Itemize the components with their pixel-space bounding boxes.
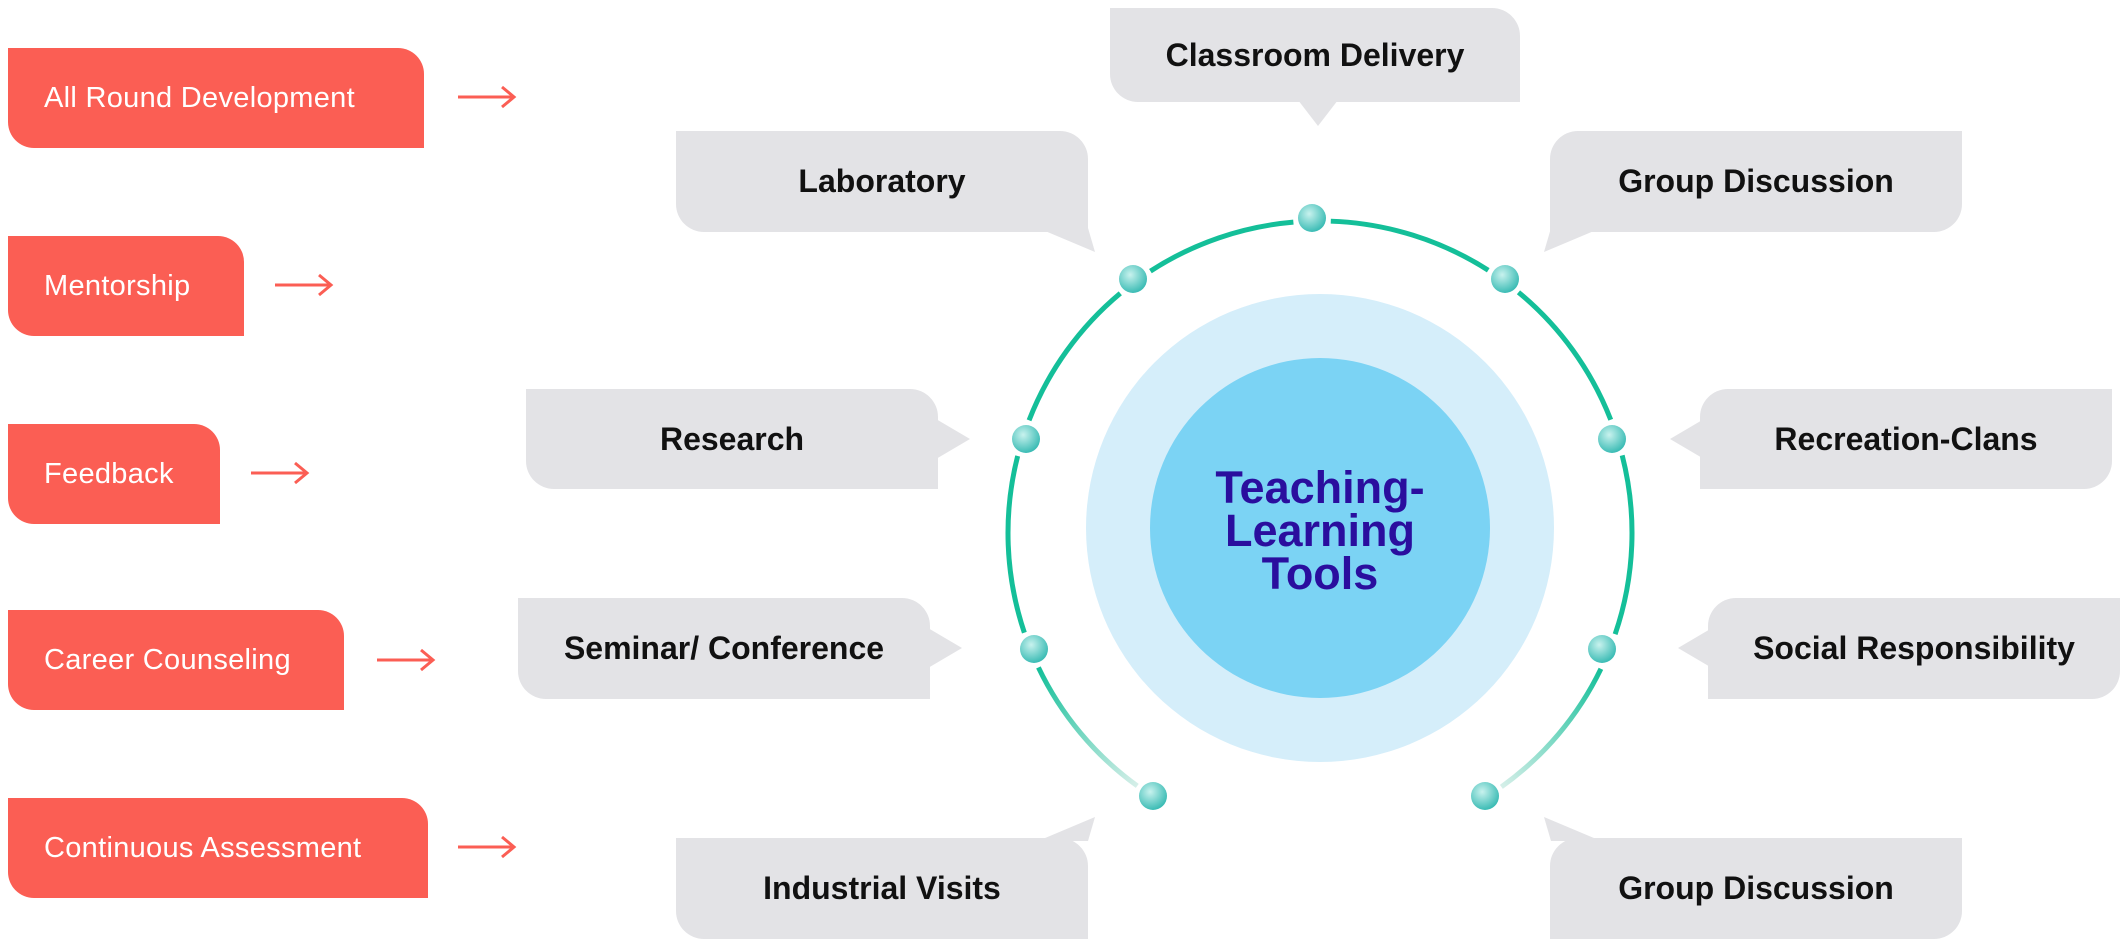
bubble-tail xyxy=(1544,228,1601,252)
bubble-tail xyxy=(1678,628,1712,668)
tool-label: Research xyxy=(659,420,805,457)
tool-bubble-research: Research xyxy=(526,389,938,489)
tool-label: Laboratory xyxy=(798,163,966,199)
ring-node-dot xyxy=(1491,265,1519,293)
center-title: Teaching-Learning Tools xyxy=(1215,461,1425,599)
arrow-right-icon xyxy=(458,835,517,859)
tool-label: Social Responsibility xyxy=(1753,630,2075,666)
tool-label: Group Discussion xyxy=(1618,870,1894,906)
tool-bubble-social-responsibility: Social Responsibility xyxy=(1708,598,2120,699)
left-item-mentorship: Mentorship xyxy=(8,236,244,336)
tool-label: Classroom Delivery xyxy=(1165,36,1465,73)
bubble-tail xyxy=(1038,228,1095,252)
ring-node-dot xyxy=(1119,265,1147,293)
ring-node-dot xyxy=(1139,782,1167,810)
tool-bubble-classroom-delivery: Classroom Delivery xyxy=(1110,8,1520,102)
tool-bubble-group-discussion-top: Group Discussion xyxy=(1550,131,1962,232)
tool-bubble-recreation-clans: Recreation-Clans xyxy=(1700,389,2112,489)
ring-arc xyxy=(1516,290,1614,421)
bubble-tail xyxy=(928,628,962,668)
bubble-tail xyxy=(1544,817,1601,841)
tool-label: Seminar/ Conference xyxy=(563,630,885,666)
ring-arc xyxy=(1499,667,1604,789)
ring-arc xyxy=(1330,218,1490,273)
tool-label: Industrial Visits xyxy=(763,870,1001,906)
ring-arc xyxy=(1005,455,1027,634)
tool-bubble-industrial-visits: Industrial Visits xyxy=(676,838,1088,939)
left-item-career-counseling: Career Counseling xyxy=(8,610,344,710)
bubble-tail xyxy=(1298,100,1338,126)
ring-node-dot xyxy=(1471,782,1499,810)
left-item-feedback: Feedback xyxy=(8,424,220,524)
tool-bubble-laboratory: Laboratory xyxy=(676,131,1088,232)
bubble-tail xyxy=(1670,419,1704,459)
connector-ring xyxy=(1005,218,1635,789)
left-item-label: All Round Development xyxy=(44,81,355,114)
left-item-all-round-development: All Round Development xyxy=(8,48,424,148)
left-item-label: Continuous Assessment xyxy=(44,831,362,864)
ring-node-dot xyxy=(1588,635,1616,663)
ring-arc xyxy=(1026,291,1122,422)
tool-bubble-group-discussion-bottom: Group Discussion xyxy=(1550,838,1962,939)
arrow-right-icon xyxy=(275,273,334,297)
arrow-right-icon xyxy=(458,85,517,109)
ring-node-dot xyxy=(1020,635,1048,663)
left-item-continuous-assessment: Continuous Assessment xyxy=(8,798,428,898)
ring-arc xyxy=(1149,219,1294,274)
tool-label: Recreation-Clans xyxy=(1774,420,2038,457)
bubble-tail xyxy=(936,419,970,459)
tool-bubble-seminar-conference: Seminar/ Conference xyxy=(518,598,930,699)
tool-label: Group Discussion xyxy=(1618,163,1894,199)
ring-node-dot xyxy=(1012,425,1040,453)
ring-arc xyxy=(1612,454,1635,635)
ring-arc xyxy=(1036,666,1139,788)
bubble-tail xyxy=(1038,817,1095,841)
ring-node-dot xyxy=(1598,425,1626,453)
left-item-label: Mentorship xyxy=(44,269,191,302)
ring-node-dot xyxy=(1298,204,1326,232)
left-item-label: Career Counseling xyxy=(44,643,291,676)
arrow-right-icon xyxy=(377,648,436,672)
arrow-right-icon xyxy=(251,461,310,485)
connector-nodes xyxy=(1012,204,1626,810)
inner-circle xyxy=(1150,358,1490,698)
left-item-label: Feedback xyxy=(44,457,174,490)
